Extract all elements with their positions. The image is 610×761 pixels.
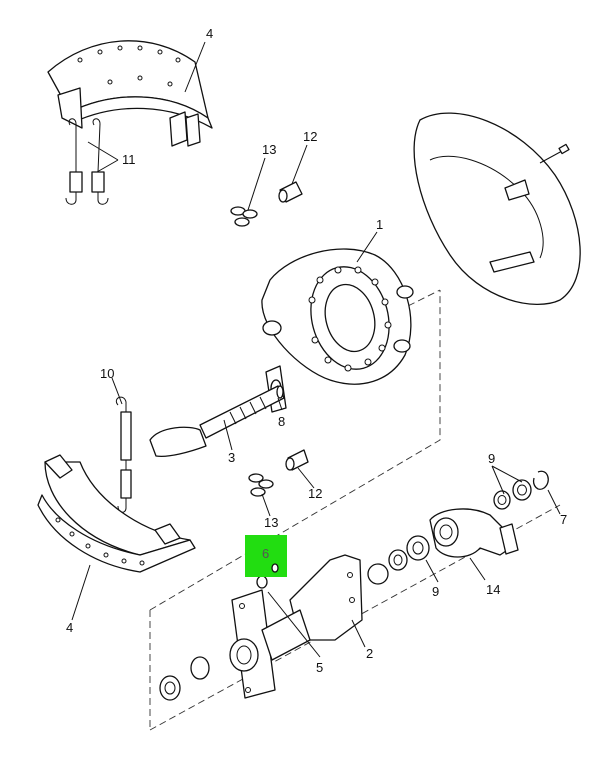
- callout-13-top: 13: [262, 142, 276, 157]
- callout-3: 3: [228, 450, 235, 465]
- camshaft[interactable]: [149, 385, 285, 458]
- callout-9-top: 9: [488, 451, 495, 466]
- bushing-bottom[interactable]: [285, 449, 309, 471]
- clips-bottom[interactable]: [248, 473, 274, 497]
- dust-shield[interactable]: [413, 112, 581, 306]
- clips-top[interactable]: [230, 206, 258, 227]
- part-6-highlight[interactable]: 6: [245, 535, 287, 577]
- washers-top[interactable]: [493, 479, 532, 510]
- cam-spacers[interactable]: [367, 535, 430, 585]
- brake-shoe-top[interactable]: [47, 40, 213, 147]
- callout-1: 1: [376, 217, 383, 232]
- bushing-top[interactable]: [278, 181, 303, 203]
- leader-lines: [71, 41, 561, 658]
- bracket-washer[interactable]: [256, 575, 268, 589]
- callout-6: 6: [262, 546, 269, 561]
- callout-2: 2: [366, 646, 373, 661]
- callout-4-bottom: 4: [66, 620, 73, 635]
- callout-12-bottom: 12: [308, 486, 322, 501]
- callout-7: 7: [560, 512, 567, 527]
- callout-9-bottom: 9: [432, 584, 439, 599]
- snap-ring[interactable]: [532, 470, 549, 490]
- callout-11: 11: [122, 152, 136, 167]
- bracket-bushings[interactable]: [159, 656, 210, 701]
- brake-spider[interactable]: [261, 248, 414, 385]
- callout-4-top: 4: [206, 26, 213, 41]
- callout-14: 14: [486, 582, 500, 597]
- brake-shoe-bottom[interactable]: [37, 454, 196, 573]
- callout-10: 10: [100, 366, 114, 381]
- anchor-spring[interactable]: [115, 396, 132, 513]
- callout-12-top: 12: [303, 129, 317, 144]
- callout-labels: 4 11 13 12 1 10 8 3 12 13 9 7 9 14 2 5 4: [66, 26, 567, 675]
- return-springs[interactable]: [65, 118, 109, 205]
- callout-8: 8: [278, 414, 285, 429]
- callout-13-bottom: 13: [264, 515, 278, 530]
- callout-5: 5: [316, 660, 323, 675]
- slack-adjuster[interactable]: [429, 508, 519, 558]
